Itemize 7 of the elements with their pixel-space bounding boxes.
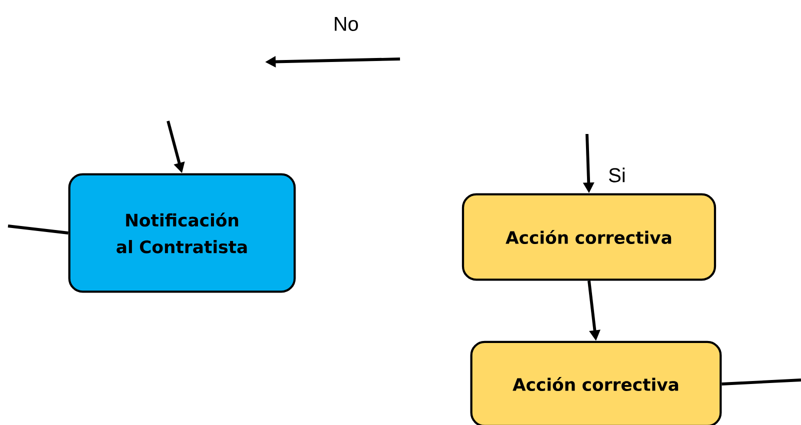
- process-box: Acción correctiva: [470, 340, 722, 425]
- connector-line: [8, 224, 68, 234]
- edge-label: Si: [609, 168, 625, 182]
- connector-line: [722, 378, 801, 386]
- process-box: Acción correctiva: [462, 193, 716, 281]
- branch-label: No: [334, 17, 358, 31]
- process-box: Notificación al Contratista: [68, 173, 296, 293]
